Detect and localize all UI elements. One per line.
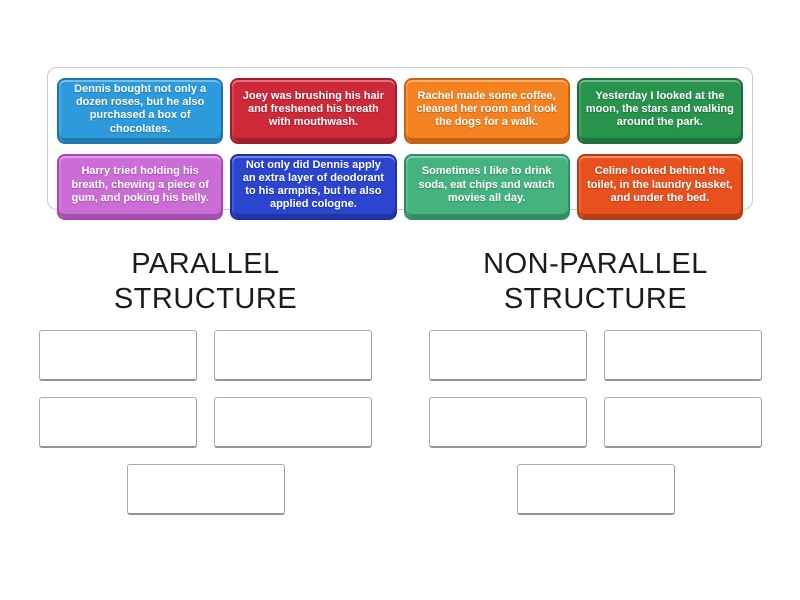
card-text: Sometimes I like to drink soda, eat chip… xyxy=(418,165,555,204)
group-title-non-parallel: NON-PARALLEL STRUCTURE xyxy=(483,248,708,315)
parallel-slot-grid xyxy=(39,330,372,515)
group-non-parallel: NON-PARALLEL STRUCTURE xyxy=(429,247,762,515)
card-sentence-5[interactable]: Harry tried holding his breath, chewing … xyxy=(57,153,224,220)
drop-slot-non-parallel-2[interactable] xyxy=(604,330,762,381)
drop-slot-parallel-2[interactable] xyxy=(214,330,372,381)
card-text: Harry tried holding his breath, chewing … xyxy=(71,165,209,204)
parallel-slot-row-center xyxy=(39,464,372,515)
drop-slot-parallel-3[interactable] xyxy=(39,397,197,448)
card-text: Rachel made some coffee, cleaned her roo… xyxy=(416,89,557,128)
non-parallel-slot-row-center xyxy=(429,464,762,515)
card-sentence-1[interactable]: Dennis bought not only a dozen roses, bu… xyxy=(57,78,224,144)
drop-slot-non-parallel-3[interactable] xyxy=(429,397,587,448)
group-title-parallel: PARALLEL STRUCTURE xyxy=(113,248,298,315)
card-text: Not only did Dennis apply an extra layer… xyxy=(242,158,384,211)
card-text: Dennis bought not only a dozen roses, bu… xyxy=(74,83,207,135)
card-sentence-8[interactable]: Celine looked behind the toilet, in the … xyxy=(576,153,743,220)
card-text: Celine looked behind the toilet, in the … xyxy=(587,165,733,204)
card-sentence-3[interactable]: Rachel made some coffee, cleaned her roo… xyxy=(403,78,570,144)
card-sentence-6[interactable]: Not only did Dennis apply an extra layer… xyxy=(230,153,397,220)
card-text: Yesterday I looked at the moon, the star… xyxy=(585,89,734,128)
drop-slot-parallel-5[interactable] xyxy=(126,464,285,515)
card-sentence-7[interactable]: Sometimes I like to drink soda, eat chip… xyxy=(403,153,570,220)
drop-slot-non-parallel-5[interactable] xyxy=(516,464,675,515)
card-sentence-4[interactable]: Yesterday I looked at the moon, the star… xyxy=(576,78,743,144)
card-text: Joey was brushing his hair and freshened… xyxy=(242,89,384,128)
drop-slot-parallel-4[interactable] xyxy=(214,397,372,448)
drop-slot-parallel-1[interactable] xyxy=(39,330,197,381)
group-parallel: PARALLEL STRUCTURE xyxy=(39,247,372,515)
non-parallel-slot-grid xyxy=(429,330,762,515)
drop-slot-non-parallel-1[interactable] xyxy=(429,330,587,381)
card-sentence-2[interactable]: Joey was brushing his hair and freshened… xyxy=(230,78,397,144)
drop-slot-non-parallel-4[interactable] xyxy=(604,397,762,448)
card-tray: Dennis bought not only a dozen roses, bu… xyxy=(47,67,753,220)
